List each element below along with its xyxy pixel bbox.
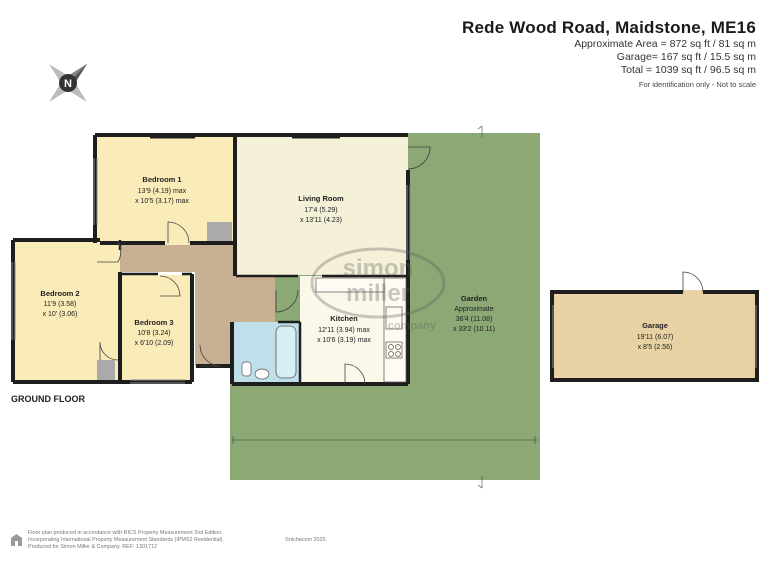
living-room-dim2: x 13'11 (4.23) xyxy=(300,217,342,224)
watermark-logo: simon miller company xyxy=(310,247,446,332)
watermark-line1: simon xyxy=(343,255,414,282)
bedroom1-dim2: x 10'5 (3.17) max xyxy=(135,198,189,205)
garage-name: Garage xyxy=(642,321,668,330)
garden-dim1: Approximate xyxy=(454,306,493,313)
floorplan-icon xyxy=(11,534,22,546)
garden-dim2: 36'4 (11.08) xyxy=(456,316,493,323)
bedroom3-dim1: 10'8 (3.24) xyxy=(137,330,170,337)
header: Rede Wood Road, Maidstone, ME16 Approxim… xyxy=(462,18,756,89)
kitchen-dim2: x 10'6 (3.19) max xyxy=(317,337,371,344)
footer-line-1: Floor plan produced in accordance with R… xyxy=(28,530,223,536)
bedroom2-dim1: 11'9 (3.58) xyxy=(44,301,77,308)
scale-note: For identification only - Not to scale xyxy=(638,80,756,89)
garden-dim3: x 33'2 (10.11) xyxy=(453,326,495,333)
bedroom3-name: Bedroom 3 xyxy=(134,318,173,327)
floor-label: GROUND FLOOR xyxy=(11,394,85,404)
bedroom3-dim2: x 6'10 (2.09) xyxy=(135,340,174,347)
bedroom2-name: Bedroom 2 xyxy=(40,289,79,298)
compass-icon: N xyxy=(48,63,88,103)
bedroom1-dim1: 13'9 (4.19) max xyxy=(138,188,187,195)
watermark-line2: miller xyxy=(346,280,410,307)
watermark-line3: company xyxy=(388,320,437,332)
footer-copyright: ©nichecom 2025. xyxy=(285,537,328,543)
bedroom-2 xyxy=(13,240,120,382)
footer-line-2: Incorporating International Property Mea… xyxy=(28,537,224,544)
garage xyxy=(550,290,759,382)
kitchen-dim1: 12'11 (3.94) max xyxy=(318,327,370,334)
approximate-area: Approximate Area = 872 sq ft / 81 sq m xyxy=(574,38,756,50)
garage-area: Garage= 167 sq ft / 15.5 sq m xyxy=(616,51,756,63)
garage-dim1: 19'11 (6.07) xyxy=(637,334,674,341)
living-room-name: Living Room xyxy=(298,194,344,203)
property-title: Rede Wood Road, Maidstone, ME16 xyxy=(462,18,756,37)
living-room xyxy=(236,135,408,275)
bedroom1-name: Bedroom 1 xyxy=(142,175,181,184)
total-area: Total = 1039 sq ft / 96.5 sq m xyxy=(620,64,756,76)
bedroom-3 xyxy=(120,275,192,381)
footer: Floor plan produced in accordance with R… xyxy=(10,530,224,552)
compass-letter: N xyxy=(64,78,72,90)
kitchen-name: Kitchen xyxy=(330,314,358,323)
living-room-dim1: 17'4 (5.29) xyxy=(304,207,337,214)
garage-dim2: x 8'5 (2.56) xyxy=(638,344,673,351)
footer-text: Floor plan produced in accordance with R… xyxy=(28,530,224,552)
garden-name: Garden xyxy=(461,294,488,303)
bedroom2-dim2: x 10' (3.06) xyxy=(43,311,78,318)
footer-line-3: Produced for Simon Miller & Company. REF… xyxy=(28,544,158,551)
